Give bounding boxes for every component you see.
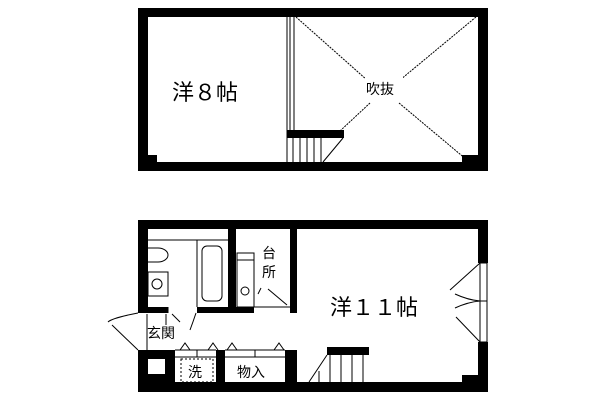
upper-right-wall (478, 8, 488, 171)
lower-floor: 台 所 玄関 洗 (107, 220, 488, 392)
upper-bottom-wall (138, 162, 488, 171)
bathtub-icon (201, 245, 223, 302)
bathroom-fixtures (147, 239, 228, 313)
lower-right-wall-upper (478, 220, 488, 263)
entrance-label: 玄関 (147, 325, 175, 342)
closet-label: 物入 (237, 365, 265, 381)
laundry-label: 洗 (188, 365, 202, 381)
upper-floor: 洋８帖 吹抜 (138, 8, 488, 171)
lower-right-wall-lower (478, 342, 488, 392)
laundry-closet-wall (216, 350, 225, 392)
void-label: 吹抜 (366, 82, 394, 98)
washing-machine-area (180, 358, 214, 383)
toilet-icon (148, 247, 169, 263)
kitchen-counter (236, 252, 290, 308)
lower-room-label: 洋１１帖 (330, 296, 418, 321)
kitchen-label-bottom: 所 (262, 265, 276, 281)
upper-top-wall (138, 8, 488, 17)
bath-kitchen-wall (228, 229, 236, 313)
window (449, 262, 488, 343)
upper-corner-column-right (462, 155, 478, 163)
upper-room-label: 洋８帖 (172, 81, 238, 106)
upper-corner-column-left (148, 155, 157, 163)
lower-bottom-wall (138, 382, 488, 392)
lower-stairs (308, 347, 369, 383)
lower-left-wall-upper (138, 220, 148, 313)
bath-bottom-wall-left (148, 307, 168, 313)
lower-corner-column (462, 375, 478, 383)
kitchen-room-wall (290, 229, 297, 313)
sink-icon (147, 271, 169, 297)
void-label-bg (365, 77, 403, 99)
bath-bottom-wall-right (197, 307, 254, 313)
entrance-door (107, 312, 197, 351)
kitchen-label-top: 台 (262, 246, 276, 262)
meter-box (148, 359, 165, 374)
storage-doors (175, 342, 285, 383)
lower-top-wall (138, 220, 488, 229)
room-left-wall-bottom (290, 350, 297, 383)
upper-stairs (287, 130, 344, 163)
upper-left-wall (138, 8, 148, 171)
void-cross-lines (295, 16, 477, 161)
